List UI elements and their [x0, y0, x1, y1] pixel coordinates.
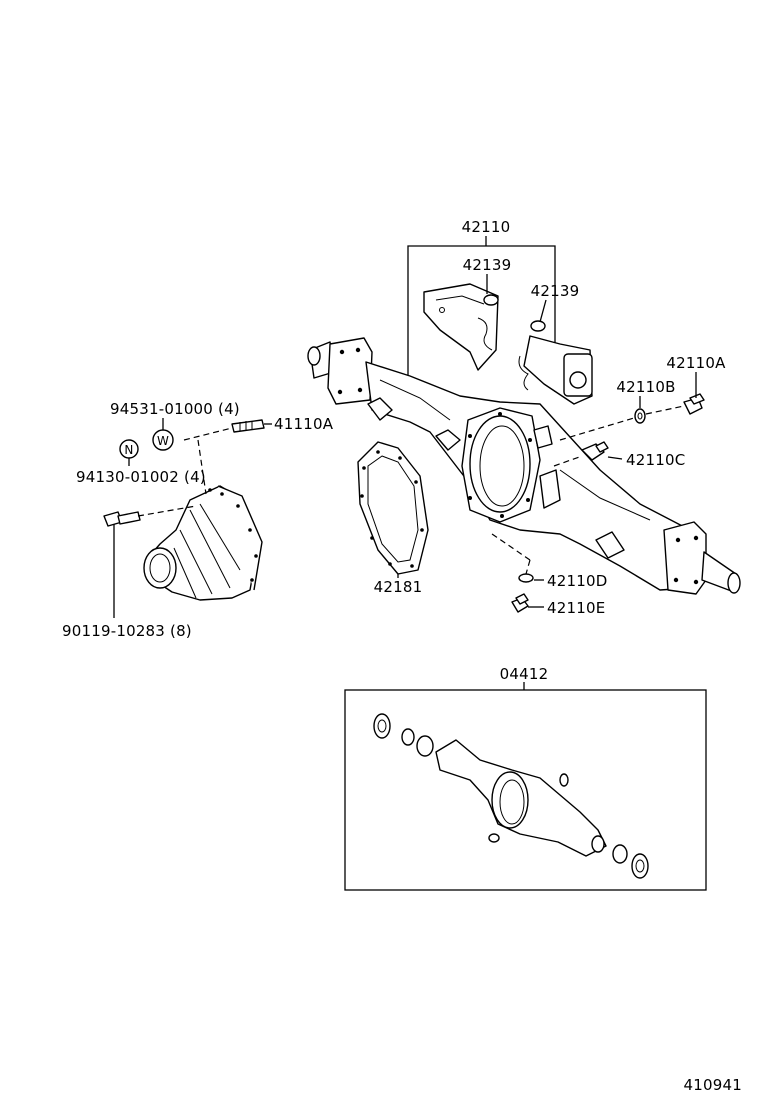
axle-housing-42110	[307, 337, 741, 595]
bolt-90119	[103, 511, 141, 527]
label-94531-01000: 94531-01000 (4)	[110, 400, 240, 418]
label-94130-01002: 94130-01002 (4)	[76, 468, 206, 486]
label-42110D: 42110D	[547, 572, 607, 590]
breather-42110C	[581, 441, 609, 461]
leader-lines	[113, 274, 697, 690]
label-04412: 04412	[500, 665, 549, 683]
plug-42110E	[511, 593, 529, 613]
mark-w-icon: W	[152, 429, 174, 451]
washer-42110B	[634, 408, 646, 424]
label-42139-left: 42139	[463, 256, 512, 274]
label-42110E: 42110E	[547, 599, 605, 617]
label-42110A: 42110A	[666, 354, 726, 372]
label-42110C: 42110C	[626, 451, 685, 469]
label-42110: 42110	[462, 218, 511, 236]
label-90119-10283: 90119-10283 (8)	[62, 622, 192, 640]
group-box-42110	[407, 236, 556, 392]
label-42181: 42181	[374, 578, 423, 596]
part-labels: 42110 42139 42139 42110A 42110B 42110C 4…	[62, 218, 742, 1094]
figure-number: 410941	[684, 1076, 742, 1094]
label-42139-right: 42139	[531, 282, 580, 300]
svg-text:W: W	[157, 434, 169, 448]
stud-bolt-41110A	[231, 419, 265, 433]
svg-text:N: N	[124, 443, 133, 457]
label-42110B: 42110B	[616, 378, 675, 396]
bracket-42139-left	[423, 283, 499, 371]
mark-n-icon: N	[119, 439, 139, 459]
plug-42110A	[683, 393, 705, 415]
gasket-42181	[357, 441, 429, 578]
kit-box-04412	[344, 689, 707, 891]
label-41110A: 41110A	[274, 415, 334, 433]
differential-carrier	[143, 485, 263, 601]
washer-42110D	[518, 573, 534, 583]
bracket-42139-right	[518, 320, 593, 405]
